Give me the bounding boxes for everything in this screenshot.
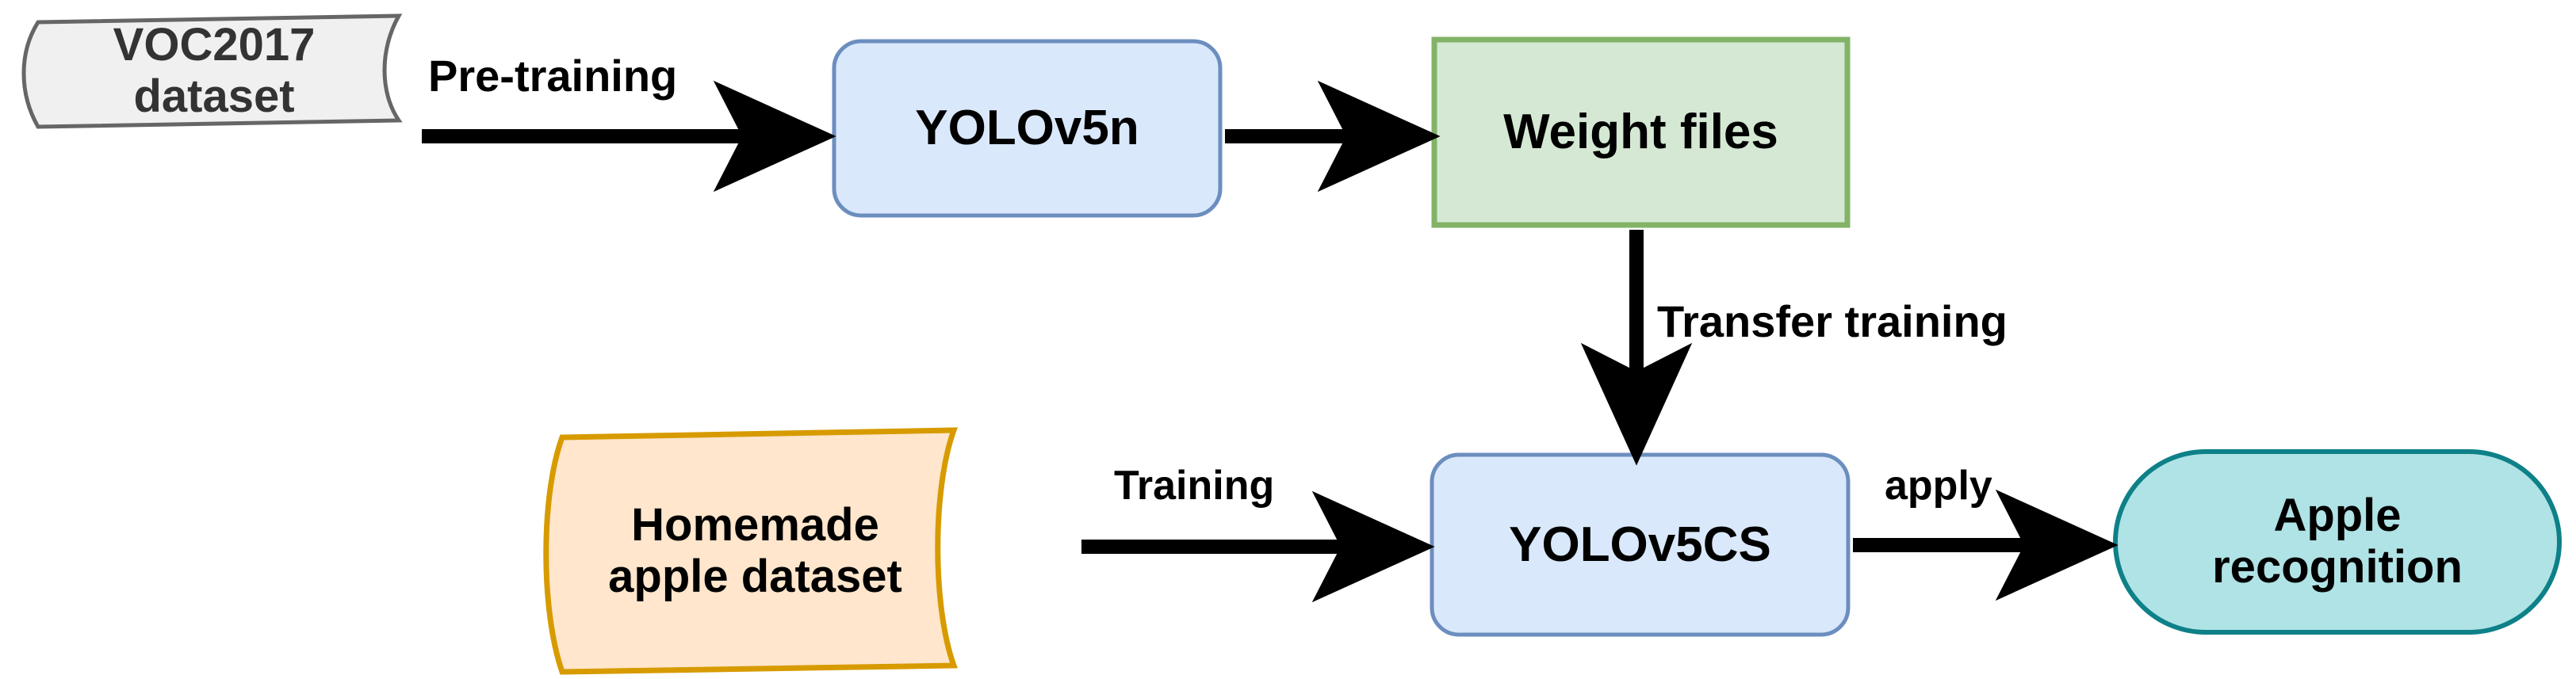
edge-label-pre-training: Pre-training: [428, 51, 678, 101]
voc2017-tape-body[interactable]: [21, 13, 403, 129]
node-weight-files-shape[interactable]: [1431, 36, 1851, 228]
homemade-apple-tape-body[interactable]: [543, 427, 959, 675]
node-apple-recognition-shape[interactable]: [2113, 449, 2562, 635]
node-yolov5cs-shape[interactable]: [1430, 452, 1851, 637]
node-yolov5n-shape[interactable]: [832, 39, 1223, 218]
edge-label-training: Training: [1114, 463, 1275, 509]
edge-label-apply: apply: [1885, 463, 1992, 509]
edge-label-transfer-training: Transfer training: [1657, 296, 2008, 346]
